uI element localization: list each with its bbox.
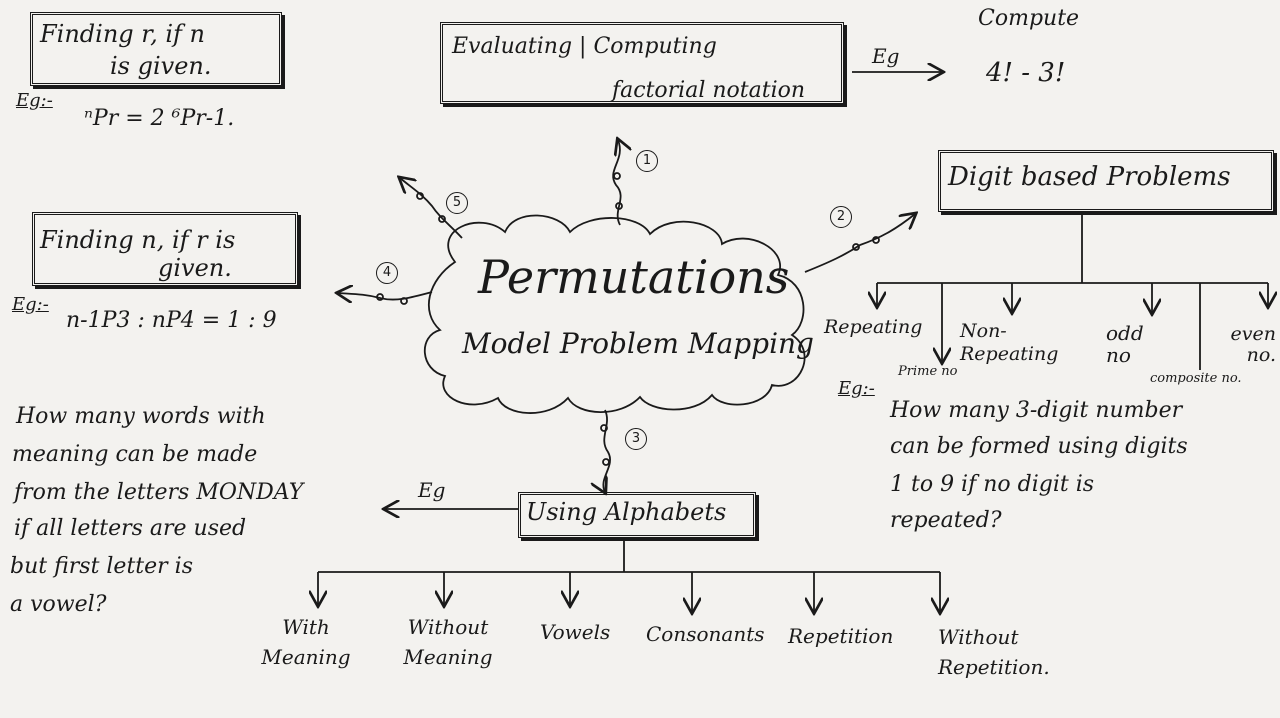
factorial-box-line1: Evaluating | Computing — [452, 34, 717, 59]
digit-example-line3: 1 to 9 if no digit is — [890, 472, 1095, 497]
using-alphabets-box — [518, 492, 756, 538]
finding-r-line1: Finding r, if n — [40, 20, 206, 48]
compute-example: 4! - 3! — [986, 58, 1066, 88]
digit-branch-repeating: Repeating — [824, 316, 923, 338]
finding-n-line2: given. — [158, 254, 232, 282]
finding-r-box — [30, 12, 282, 86]
factorial-box — [440, 22, 844, 104]
finding-r-formula: ⁿPr = 2 ⁶Pr-1. — [84, 106, 235, 131]
finding-n-formula: n-1P3 : nP4 = 1 : 9 — [66, 308, 277, 333]
finding-r-line2: is given. — [110, 52, 212, 80]
digit-example-line2: can be formed using digits — [890, 434, 1188, 459]
central-title: Permutations — [478, 250, 790, 304]
digit-branch-prime: Prime no — [898, 364, 958, 379]
digit-branch-odd: odd no — [1106, 321, 1144, 367]
alphabet-example-line4: if all letters are used — [14, 516, 247, 541]
digit-problems-title: Digit based Problems — [948, 162, 1231, 192]
digit-branch-non-repeating: Non-Repeating — [960, 320, 1059, 365]
digit-example-line1: How many 3-digit number — [890, 398, 1183, 423]
alphabet-branch-consonants: Consonants — [646, 622, 765, 646]
digit-branch-composite: composite no. — [1150, 371, 1242, 386]
branch-number-2: 2 — [830, 206, 852, 228]
central-subtitle: Model Problem Mapping — [462, 327, 814, 360]
branch-number-1: 1 — [636, 150, 658, 172]
finding-n-eg-label: Eg:- — [12, 294, 49, 315]
finding-n-line1: Finding n, if r is — [40, 226, 236, 254]
compute-label: Compute — [978, 6, 1080, 31]
using-alphabets-title: Using Alphabets — [526, 498, 727, 526]
factorial-box-line2: factorial notation — [612, 78, 806, 103]
digit-example-line4: repeated? — [890, 508, 1002, 533]
alphabet-branch-vowels: Vowels — [540, 620, 611, 644]
alphabet-branch-without-repetition: Without Repetition. — [938, 625, 1050, 679]
finding-r-eg-label: Eg:- — [16, 90, 53, 111]
branch-number-4: 4 — [376, 262, 398, 284]
digit-eg-label: Eg:- — [838, 378, 875, 399]
digit-problems-box — [938, 150, 1274, 212]
alphabet-example-line6: a vowel? — [10, 592, 107, 617]
alphabet-branch-with-meaning: With Meaning — [261, 615, 351, 669]
central-cloud — [423, 214, 806, 414]
alphabet-example-line5: but first letter is — [10, 554, 193, 579]
alphabet-example-line1: How many words with — [16, 404, 266, 429]
alphabet-branch-repetition: Repetition — [788, 624, 894, 648]
alphabet-example-line3: from the letters MONDAY — [14, 480, 304, 505]
factorial-eg-label: Eg — [872, 44, 900, 68]
branch-number-3: 3 — [625, 428, 647, 450]
digit-branch-even: even no. — [1230, 323, 1276, 366]
branch-number-5: 5 — [446, 192, 468, 214]
alphabets-eg-label: Eg — [418, 478, 446, 502]
finding-n-box — [32, 212, 298, 286]
alphabet-branch-without-meaning: Without Meaning — [403, 615, 493, 669]
alphabet-example-line2: meaning can be made — [12, 442, 258, 467]
